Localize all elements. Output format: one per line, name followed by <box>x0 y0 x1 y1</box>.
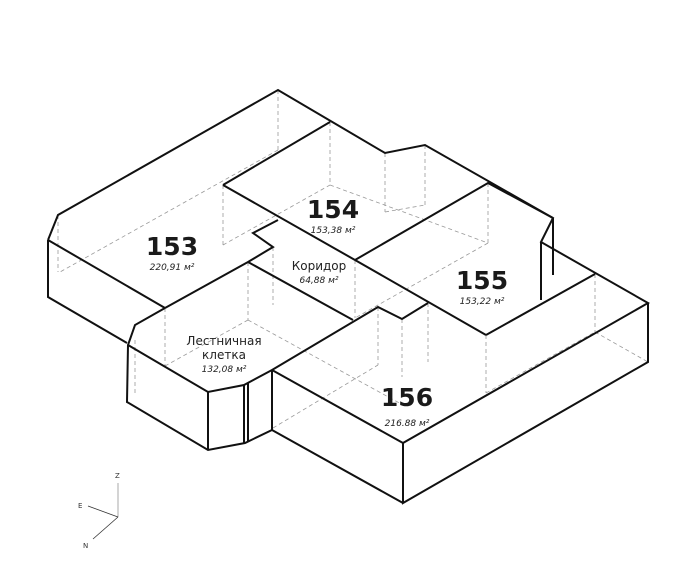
room-155-number: 155 <box>456 266 508 295</box>
room-155-area: 153,22 м² <box>460 297 505 307</box>
axis-compass-icon: Z E N <box>78 472 120 550</box>
room-153-area: 220,91 м² <box>150 263 195 273</box>
room-156-number: 156 <box>381 383 433 412</box>
room-154-area: 153,38 м² <box>311 226 356 236</box>
corridor-area: 64,88 м² <box>299 276 338 286</box>
room-153-number: 153 <box>146 232 198 261</box>
stairs-area: 132,08 м² <box>202 365 247 375</box>
corridor-label: Коридор <box>292 259 347 273</box>
axis-z-label: Z <box>115 472 120 480</box>
room-154-number: 154 <box>307 195 359 224</box>
axis-e-label: E <box>78 502 82 510</box>
building-outline <box>47 88 651 505</box>
hidden-edges <box>57 90 649 429</box>
stairs-label-line2: клетка <box>202 348 246 362</box>
room-156-area: 216.88 м² <box>385 419 430 429</box>
axis-n-label: N <box>83 542 88 550</box>
stairs-label-line1: Лестничная <box>186 334 261 348</box>
